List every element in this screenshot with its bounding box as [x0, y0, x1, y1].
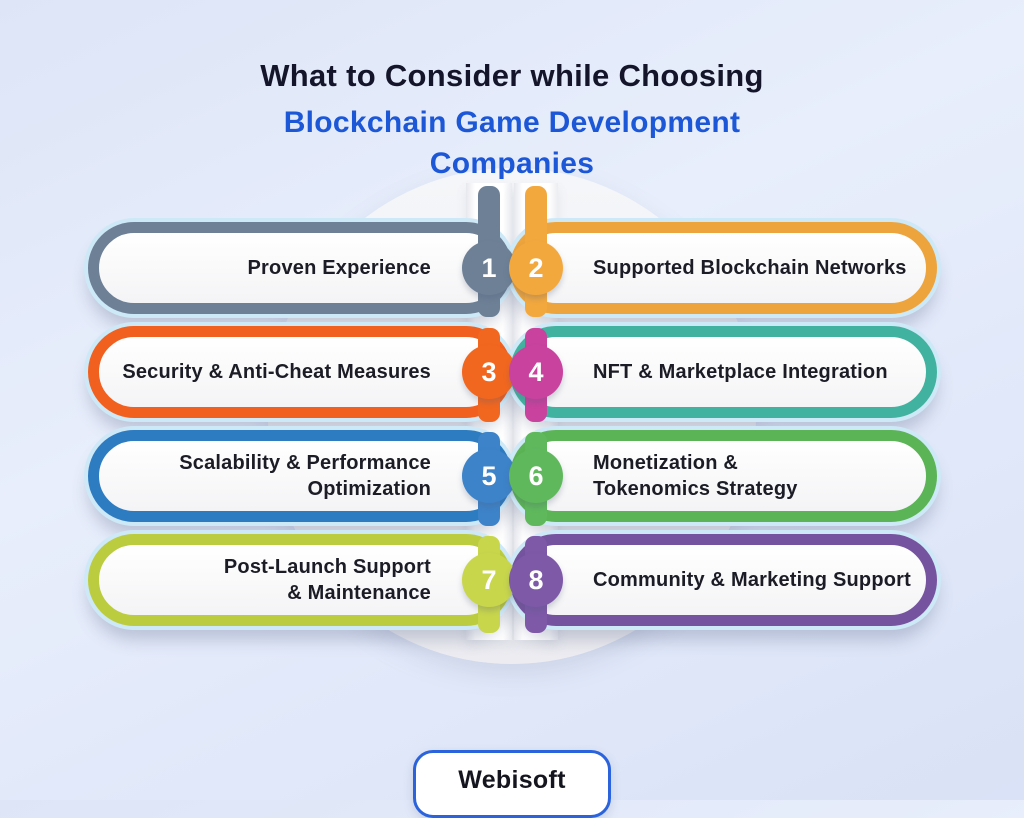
pill-security-anticheat: Security & Anti-Cheat Measures [88, 326, 512, 418]
title-line-1: What to Consider while Choosing [260, 58, 764, 93]
number-badge-2: 2 [509, 241, 563, 295]
page-title: What to Consider while Choosing Blockcha… [0, 58, 1024, 184]
pill-label: Scalability & Performance Optimization [179, 452, 431, 500]
pill-postlaunch-support: Post-Launch Support & Maintenance [88, 534, 512, 626]
number-badge-4: 4 [509, 345, 563, 399]
pill-community-marketing: Community & Marketing Support [510, 534, 937, 626]
pill-label: Monetization & Tokenomics Strategy [593, 452, 798, 500]
pill-label: Security & Anti-Cheat Measures [122, 361, 431, 383]
pill-label: Proven Experience [247, 257, 431, 279]
pill-scalability-performance: Scalability & Performance Optimization [88, 430, 512, 522]
pill-monetization-tokenomics: Monetization & Tokenomics Strategy [510, 430, 937, 522]
number-badge-6: 6 [509, 449, 563, 503]
pill-label: Post-Launch Support & Maintenance [223, 556, 431, 604]
pill-supported-networks: Supported Blockchain Networks [510, 222, 937, 314]
number-badge-8: 8 [509, 553, 563, 607]
number-badge-1: 1 [462, 241, 516, 295]
number-badge-7: 7 [462, 553, 516, 607]
webisoft-brand-button[interactable]: Webisoft [413, 750, 611, 818]
pill-nft-marketplace: NFT & Marketplace Integration [510, 326, 937, 418]
number-badge-3: 3 [462, 345, 516, 399]
number-badge-5: 5 [462, 449, 516, 503]
pill-label: NFT & Marketplace Integration [593, 361, 888, 383]
title-line-3: Companies [429, 147, 595, 180]
pill-label: Supported Blockchain Networks [593, 257, 907, 279]
pill-label: Community & Marketing Support [593, 569, 912, 591]
title-line-2: Blockchain Game Development [283, 106, 741, 139]
webisoft-brand-label: Webisoft [458, 766, 566, 794]
pill-proven-experience: Proven Experience [88, 222, 512, 314]
